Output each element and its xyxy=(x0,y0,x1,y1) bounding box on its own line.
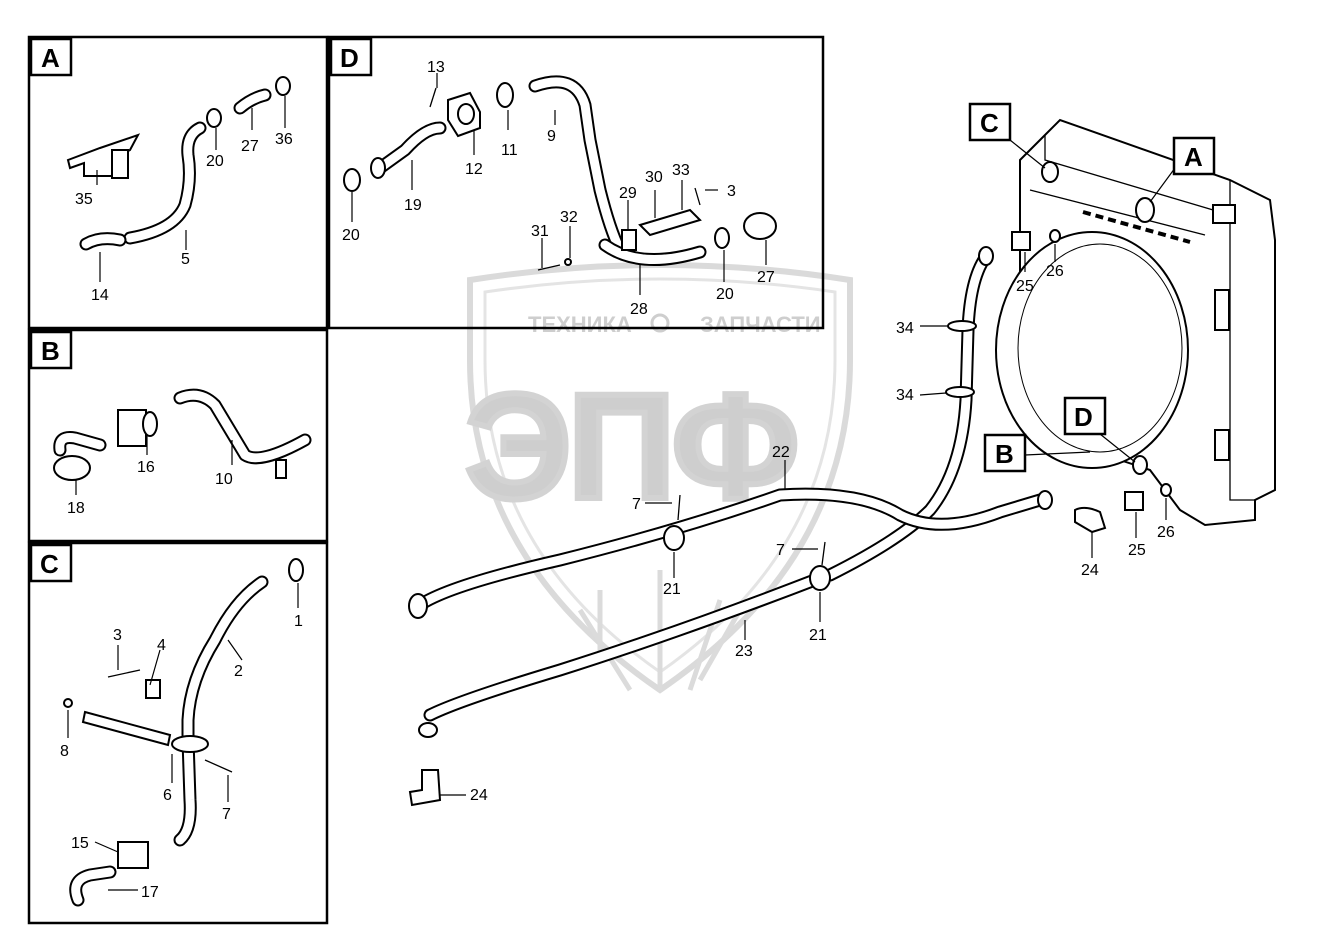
svg-text:3: 3 xyxy=(727,183,736,200)
svg-text:B: B xyxy=(995,439,1014,469)
panel-A-parts xyxy=(66,76,291,282)
svg-text:21: 21 xyxy=(663,581,681,598)
svg-text:30: 30 xyxy=(645,169,663,186)
svg-text:16: 16 xyxy=(137,459,155,476)
svg-text:C: C xyxy=(40,549,59,579)
svg-text:26: 26 xyxy=(1046,263,1064,280)
panel-D-numbers: 13 9 11 12 19 20 29 30 33 3 31 32 28 20 … xyxy=(342,59,775,318)
main-leaders xyxy=(440,244,1167,796)
panel-C-parts xyxy=(63,558,304,907)
svg-text:26: 26 xyxy=(1157,524,1175,541)
svg-text:8: 8 xyxy=(60,743,69,760)
svg-text:11: 11 xyxy=(501,142,518,159)
panel-B xyxy=(27,328,329,543)
svg-text:C: C xyxy=(980,108,999,138)
svg-text:34: 34 xyxy=(896,320,914,337)
svg-text:7: 7 xyxy=(222,806,231,823)
main-hoses xyxy=(408,229,1172,807)
panel-label-A: A xyxy=(29,37,73,77)
svg-text:28: 28 xyxy=(630,301,648,318)
svg-text:19: 19 xyxy=(404,197,422,214)
svg-text:33: 33 xyxy=(672,162,690,179)
svg-text:32: 32 xyxy=(560,209,578,226)
svg-text:14: 14 xyxy=(91,287,109,304)
panel-C-numbers: 1 2 3 4 8 6 7 15 17 xyxy=(60,613,303,901)
svg-text:A: A xyxy=(41,43,60,73)
svg-text:6: 6 xyxy=(163,787,172,804)
svg-text:22: 22 xyxy=(772,444,790,461)
panel-C xyxy=(27,541,329,925)
svg-text:9: 9 xyxy=(547,128,556,145)
svg-text:31: 31 xyxy=(531,223,549,240)
panel-D-parts xyxy=(343,73,777,295)
panel-label-D: D xyxy=(329,37,373,77)
svg-text:29: 29 xyxy=(619,185,637,202)
svg-text:27: 27 xyxy=(757,269,775,286)
svg-text:36: 36 xyxy=(275,131,293,148)
watermark-text-1: ТЕХНИКА xyxy=(528,312,632,337)
svg-text:27: 27 xyxy=(241,138,259,155)
svg-text:12: 12 xyxy=(465,161,483,178)
svg-text:10: 10 xyxy=(215,471,233,488)
panel-label-C: C xyxy=(29,543,73,583)
gear-icon xyxy=(650,313,670,333)
watermark: ТЕХНИКА ЗАПЧАСТИ ЭПФ xyxy=(462,262,853,694)
callout-A: A xyxy=(1149,136,1216,203)
svg-text:D: D xyxy=(340,43,359,73)
svg-text:20: 20 xyxy=(716,286,734,303)
watermark-logo: ЭПФ xyxy=(465,362,796,530)
svg-text:21: 21 xyxy=(809,627,827,644)
watermark-text-2: ЗАПЧАСТИ xyxy=(700,312,821,337)
svg-text:4: 4 xyxy=(157,637,166,654)
svg-text:24: 24 xyxy=(470,787,488,804)
callout-C: C xyxy=(968,102,1046,169)
svg-text:7: 7 xyxy=(776,542,785,559)
svg-text:20: 20 xyxy=(342,227,360,244)
panel-B-parts xyxy=(53,388,312,495)
svg-text:17: 17 xyxy=(141,884,159,901)
panel-D xyxy=(327,35,825,330)
main-numbers: 34 34 25 26 22 7 21 7 21 23 24 25 26 24 xyxy=(470,263,1175,804)
callout-B: B xyxy=(983,433,1091,473)
callout-D: D xyxy=(1063,396,1136,463)
panel-A-numbers: 35 20 27 36 5 14 xyxy=(75,131,293,304)
panel-label-B: B xyxy=(29,330,73,370)
svg-text:20: 20 xyxy=(206,153,224,170)
panel-B-numbers: 16 10 18 xyxy=(67,459,233,517)
radiator-assembly xyxy=(995,118,1276,527)
svg-text:5: 5 xyxy=(181,251,190,268)
svg-text:1: 1 xyxy=(294,613,303,630)
svg-text:A: A xyxy=(1184,142,1203,172)
svg-text:34: 34 xyxy=(896,387,914,404)
svg-text:15: 15 xyxy=(71,835,89,852)
svg-text:25: 25 xyxy=(1128,542,1146,559)
svg-text:24: 24 xyxy=(1081,562,1099,579)
svg-text:35: 35 xyxy=(75,191,93,208)
svg-text:2: 2 xyxy=(234,663,243,680)
svg-text:13: 13 xyxy=(427,59,445,76)
panel-A xyxy=(27,35,329,330)
svg-text:3: 3 xyxy=(113,627,122,644)
svg-text:18: 18 xyxy=(67,500,85,517)
svg-text:25: 25 xyxy=(1016,278,1034,295)
svg-text:B: B xyxy=(41,336,60,366)
svg-text:23: 23 xyxy=(735,643,753,660)
svg-text:7: 7 xyxy=(632,496,641,513)
svg-text:D: D xyxy=(1074,402,1093,432)
